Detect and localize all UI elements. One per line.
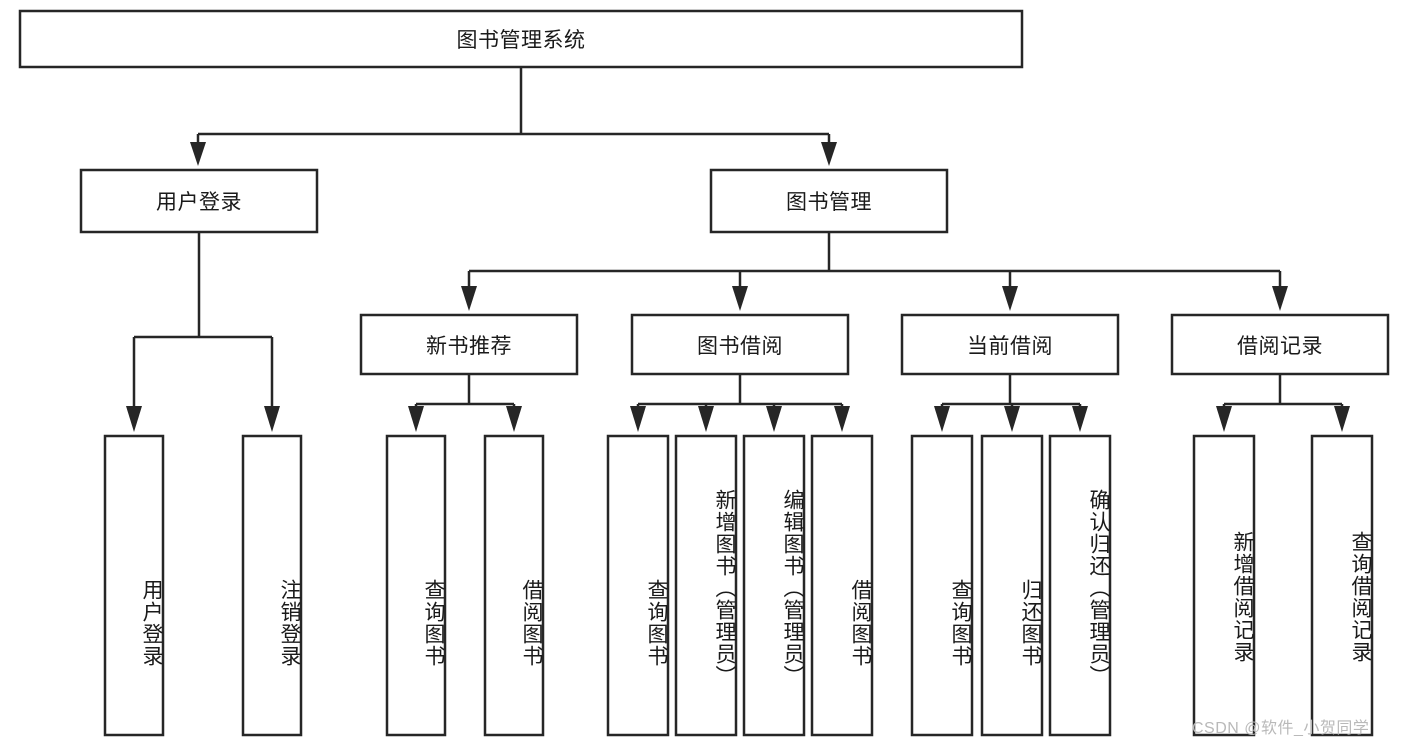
arrowhead-root-to-user-login bbox=[190, 142, 206, 166]
arrowhead-bb-leaf-4 bbox=[834, 406, 850, 432]
arrowhead-root-to-book-management bbox=[821, 142, 837, 166]
arrowhead-bb-leaf-3 bbox=[766, 406, 782, 432]
arrowhead-nbr-leaf-2 bbox=[506, 406, 522, 432]
node-box-root[interactable] bbox=[18, 9, 1024, 69]
node-box-leaf-add-book[interactable] bbox=[674, 434, 738, 737]
arrowhead-nbr-leaf-1 bbox=[408, 406, 424, 432]
arrowhead-bb-leaf-1 bbox=[630, 406, 646, 432]
node-box-leaf-query-book-recommend[interactable] bbox=[385, 434, 447, 737]
node-box-leaf-user-login[interactable] bbox=[103, 434, 165, 737]
node-box-leaf-return-book[interactable] bbox=[980, 434, 1044, 737]
node-box-leaf-add-borrow-record[interactable] bbox=[1192, 434, 1256, 737]
node-box-book-management[interactable] bbox=[709, 168, 949, 234]
arrowhead-cb-leaf-2 bbox=[1004, 406, 1020, 432]
arrowhead-br-leaf-1 bbox=[1216, 406, 1232, 432]
node-box-leaf-query-borrow-record[interactable] bbox=[1310, 434, 1374, 737]
arrowhead-user-login-leaf-2 bbox=[264, 406, 280, 432]
node-box-leaf-edit-book[interactable] bbox=[742, 434, 806, 737]
node-box-leaf-confirm-return[interactable] bbox=[1048, 434, 1112, 737]
node-box-current-borrow[interactable] bbox=[900, 313, 1120, 376]
node-box-leaf-borrow-book-recommend[interactable] bbox=[483, 434, 545, 737]
node-box-new-book-recommend[interactable] bbox=[359, 313, 579, 376]
node-box-leaf-query-book-borrow[interactable] bbox=[606, 434, 670, 737]
node-box-borrow-record[interactable] bbox=[1170, 313, 1390, 376]
arrowhead-bm-to-borrow-record bbox=[1272, 286, 1288, 311]
arrowhead-cb-leaf-3 bbox=[1072, 406, 1088, 432]
node-box-user-login[interactable] bbox=[79, 168, 319, 234]
arrowhead-cb-leaf-1 bbox=[934, 406, 950, 432]
node-box-leaf-query-book-current[interactable] bbox=[910, 434, 974, 737]
arrowhead-user-login-leaf-1 bbox=[126, 406, 142, 432]
arrowhead-bm-to-current-borrow bbox=[1002, 286, 1018, 311]
node-box-leaf-borrow-book[interactable] bbox=[810, 434, 874, 737]
node-box-book-borrow[interactable] bbox=[630, 313, 850, 376]
arrowhead-bm-to-book-borrow bbox=[732, 286, 748, 311]
node-box-leaf-logout[interactable] bbox=[241, 434, 303, 737]
arrowhead-bm-to-new-book-recommend bbox=[461, 286, 477, 311]
arrowhead-bb-leaf-2 bbox=[698, 406, 714, 432]
arrowhead-br-leaf-2 bbox=[1334, 406, 1350, 432]
